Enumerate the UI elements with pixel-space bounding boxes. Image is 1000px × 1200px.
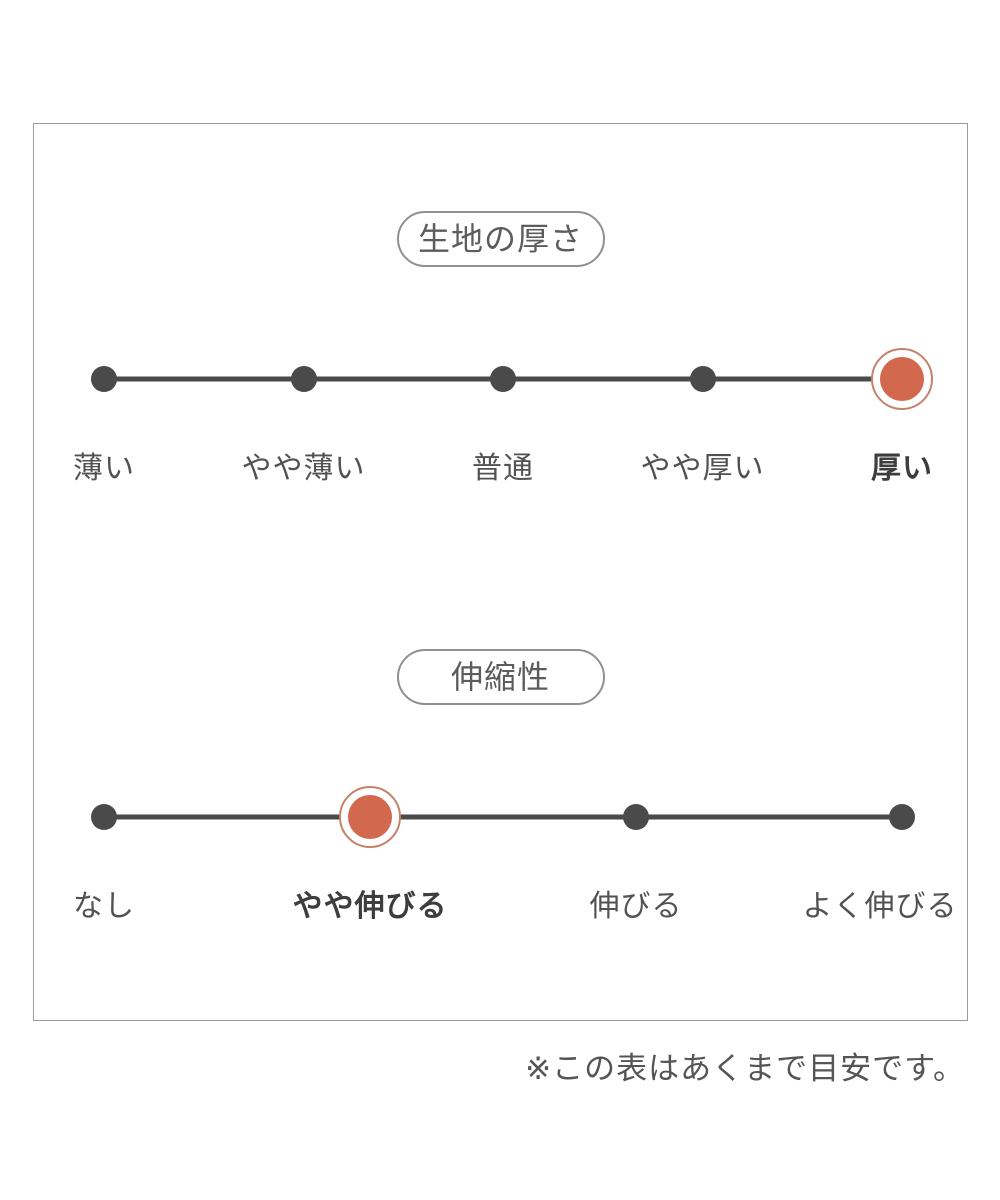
scale-track: 薄い やや薄い 普通 やや厚い 厚い (73, 347, 933, 485)
scale-title-pill: 生地の厚さ (396, 211, 605, 267)
spec-chart-box: 生地の厚さ薄い やや薄い 普通 やや厚い 厚い伸縮性なし やや伸びる 伸びる よく伸びる (33, 123, 968, 1021)
scale-dot (490, 366, 516, 392)
scale-dot (622, 804, 649, 830)
scale-label-selected: 厚い (871, 452, 933, 485)
disclaimer-note: ※この表はあくまで目安です。 (525, 1051, 965, 1086)
scale-label: なし (73, 890, 135, 923)
selected-marker-fill (347, 795, 392, 839)
scale-line (104, 814, 902, 820)
scale-dot (689, 366, 716, 392)
scale-label: やや薄い (241, 452, 366, 485)
scale-dot (889, 804, 915, 830)
scale-stretch: 伸縮性なし やや伸びる 伸びる よく伸びる (34, 649, 967, 949)
scale-fabric-thickness: 生地の厚さ薄い やや薄い 普通 やや厚い 厚い (34, 211, 967, 511)
selected-marker-fill (880, 357, 924, 401)
scale-dot (91, 804, 117, 830)
scale-title: 生地の厚さ (417, 221, 583, 257)
scale-dot (91, 366, 117, 392)
scale-title-pill: 伸縮性 (396, 649, 605, 705)
selected-marker-dot (871, 348, 933, 410)
scale-label: 伸びる (589, 890, 683, 923)
scale-track: なし やや伸びる 伸びる よく伸びる (73, 785, 957, 923)
scale-label-selected: やや伸びる (292, 890, 448, 923)
selected-marker-dot (338, 786, 401, 848)
scale-dot (290, 366, 317, 392)
scale-label: やや厚い (640, 452, 765, 485)
scale-label: よく伸びる (802, 890, 958, 923)
scale-label: 普通 (472, 452, 534, 485)
scale-title: 伸縮性 (450, 659, 550, 695)
scale-label: 薄い (73, 452, 135, 485)
